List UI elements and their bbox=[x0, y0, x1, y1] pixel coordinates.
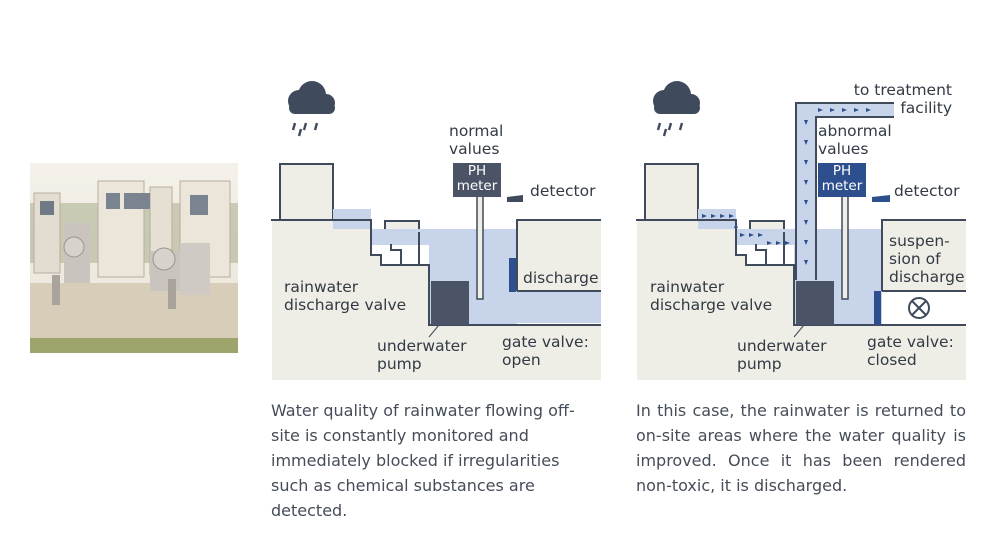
caption-left: Water quality of rainwater flowing off-s… bbox=[271, 401, 575, 520]
equipment-photo bbox=[30, 163, 238, 353]
flow-arrows bbox=[702, 108, 871, 265]
gate-valve-label: gate valve:closed bbox=[867, 333, 954, 369]
detector-icon bbox=[872, 195, 890, 202]
underwater-pump bbox=[796, 281, 834, 325]
ph-meter: PH meter bbox=[453, 163, 501, 197]
gate-valve-open bbox=[509, 258, 516, 292]
underwater-pump bbox=[431, 281, 469, 325]
caption-right: In this case, the rainwater is returned … bbox=[636, 401, 966, 495]
detector-label: detector bbox=[894, 182, 960, 200]
gate-valve-closed bbox=[874, 291, 881, 325]
rain-cloud-icon bbox=[653, 81, 700, 137]
detector-icon bbox=[507, 195, 523, 202]
closed-valve-icon bbox=[908, 297, 930, 319]
detector-label: detector bbox=[530, 182, 596, 200]
ph-meter: PH meter bbox=[818, 163, 866, 197]
discharge-label: discharge bbox=[523, 269, 599, 287]
rain-cloud-icon bbox=[288, 81, 335, 137]
gate-valve-label: gate valve:open bbox=[502, 333, 589, 369]
